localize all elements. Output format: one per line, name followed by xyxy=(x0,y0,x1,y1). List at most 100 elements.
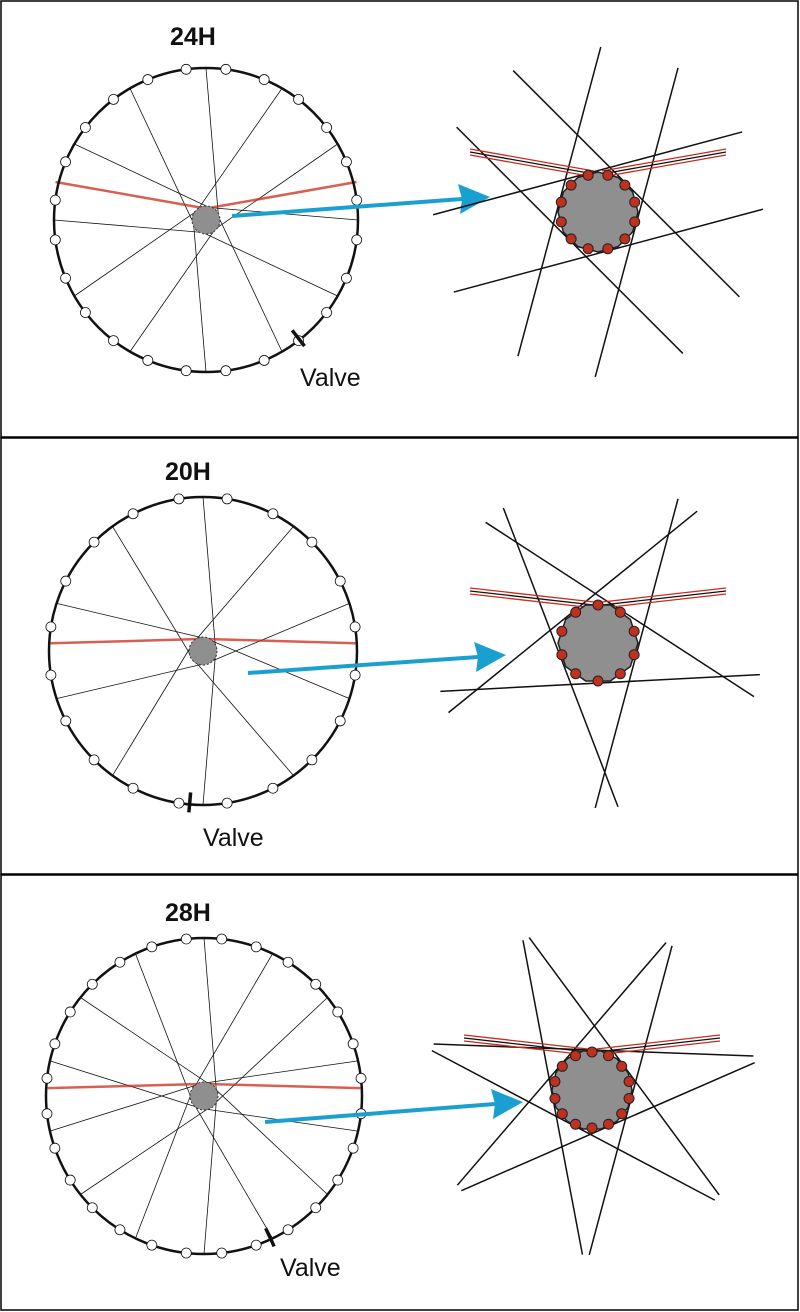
highlighted-spoke xyxy=(50,637,201,645)
spoke-hole xyxy=(321,307,332,318)
spoke-hole xyxy=(334,575,346,587)
spoke-hole xyxy=(64,1174,76,1186)
spoke-hole xyxy=(60,575,72,587)
detail-hub-hole xyxy=(555,216,567,228)
detail-hub-hole xyxy=(582,169,594,181)
detail-hub-hole xyxy=(555,196,567,208)
spoke xyxy=(202,603,350,666)
detail-hub-hole xyxy=(602,1050,614,1062)
spoke-hole xyxy=(220,63,232,75)
spoke-hole xyxy=(146,1239,158,1251)
detail-hub-hole xyxy=(556,1108,568,1120)
arrow-head xyxy=(474,642,506,672)
spoke-hole xyxy=(180,63,192,75)
detail-hub-hole xyxy=(629,196,641,208)
spoke xyxy=(196,1060,359,1085)
detail-hub-hole xyxy=(614,606,626,618)
detail-hub xyxy=(557,171,639,253)
spoke-hole xyxy=(347,1038,359,1050)
spoke-hole xyxy=(49,194,61,206)
detail-highlighted-spoke xyxy=(601,587,727,603)
spoke-hole xyxy=(41,1072,53,1084)
highlighted-spoke xyxy=(205,637,356,645)
spoke xyxy=(195,228,338,297)
spoke-hole xyxy=(334,715,346,727)
detail-hub-hole xyxy=(614,668,626,680)
spoke-hole xyxy=(351,194,363,206)
spoke-hole xyxy=(310,978,322,990)
valve-marker xyxy=(290,329,306,348)
arrow-shaft xyxy=(264,1102,496,1124)
spoke-hole xyxy=(341,156,352,168)
hub xyxy=(189,1081,219,1111)
panel-border xyxy=(0,0,799,438)
spoke xyxy=(208,1082,328,1195)
detail-highlighted-spoke xyxy=(469,148,595,172)
detail-hub-hole xyxy=(619,179,631,191)
spoke xyxy=(202,646,217,806)
spoke-hole xyxy=(221,797,233,809)
detail-hub-hole xyxy=(616,1060,628,1072)
spoke-hole xyxy=(49,1038,61,1050)
detail-highlighted-spoke xyxy=(463,1037,589,1053)
rim xyxy=(47,495,359,807)
spoke xyxy=(56,603,212,641)
spoke-hole xyxy=(45,621,57,633)
spoke-hole xyxy=(258,355,270,366)
hub xyxy=(191,205,221,235)
detail-hub-hole xyxy=(556,649,568,661)
detail-highlighted-spoke xyxy=(601,148,727,172)
spoke-hole xyxy=(146,941,158,953)
spoke-hole xyxy=(49,234,61,246)
spoke-hole xyxy=(86,978,98,990)
detail-hub-hole xyxy=(586,1122,598,1134)
detail-hub-hole xyxy=(549,1076,561,1088)
spoke-hole xyxy=(221,493,233,505)
spoke xyxy=(56,661,212,699)
detail-hub-hole xyxy=(619,233,631,245)
spoke-hole xyxy=(86,1202,98,1214)
detail-hub-hole xyxy=(570,606,582,618)
spoke-hole xyxy=(321,122,332,133)
spoke-hole xyxy=(332,1174,344,1186)
detail-hub-hole xyxy=(602,1118,614,1130)
detail-hub-hole xyxy=(565,179,577,191)
spoke-hole xyxy=(60,156,71,168)
spoke-hole xyxy=(306,536,318,548)
spoke-hole xyxy=(258,74,270,85)
highlighted-spoke xyxy=(206,1082,361,1090)
highlighted-spoke xyxy=(47,1082,202,1090)
spoke-hole xyxy=(64,1006,76,1018)
spoke xyxy=(189,526,294,648)
detail-highlighted-spoke xyxy=(469,593,595,609)
spoke-hole xyxy=(216,1247,228,1259)
spoke xyxy=(49,1081,206,1132)
panel-28h: 28H Valve xyxy=(0,874,799,1311)
detail-hub-hole xyxy=(628,649,640,661)
spoke-hole xyxy=(347,1142,359,1154)
valve-label: Valve xyxy=(300,364,361,392)
valve-label: Valve xyxy=(280,1254,341,1282)
detail-highlighted-spoke xyxy=(601,154,727,178)
spoke-hole xyxy=(173,493,185,505)
spoke xyxy=(74,205,204,297)
spoke-hole xyxy=(180,365,192,377)
spoke-hole xyxy=(173,797,185,809)
spoke-hole xyxy=(306,754,318,766)
detail-highlighted-spoke xyxy=(601,593,727,609)
spoke-hole xyxy=(108,335,119,346)
arrow-head xyxy=(491,1089,523,1119)
wheel-title: 28H xyxy=(165,899,211,927)
spoke-hole xyxy=(310,1202,322,1214)
detail-highlighted-spoke xyxy=(469,154,595,178)
detail-highlighted-spoke xyxy=(469,151,595,175)
spoke-hole xyxy=(180,933,192,945)
spoke xyxy=(214,209,283,352)
spoke-hole xyxy=(341,272,352,284)
spoke-hole xyxy=(127,508,139,520)
detail-hub xyxy=(557,604,639,682)
spoke xyxy=(189,654,294,776)
spoke-hole xyxy=(355,1072,367,1084)
